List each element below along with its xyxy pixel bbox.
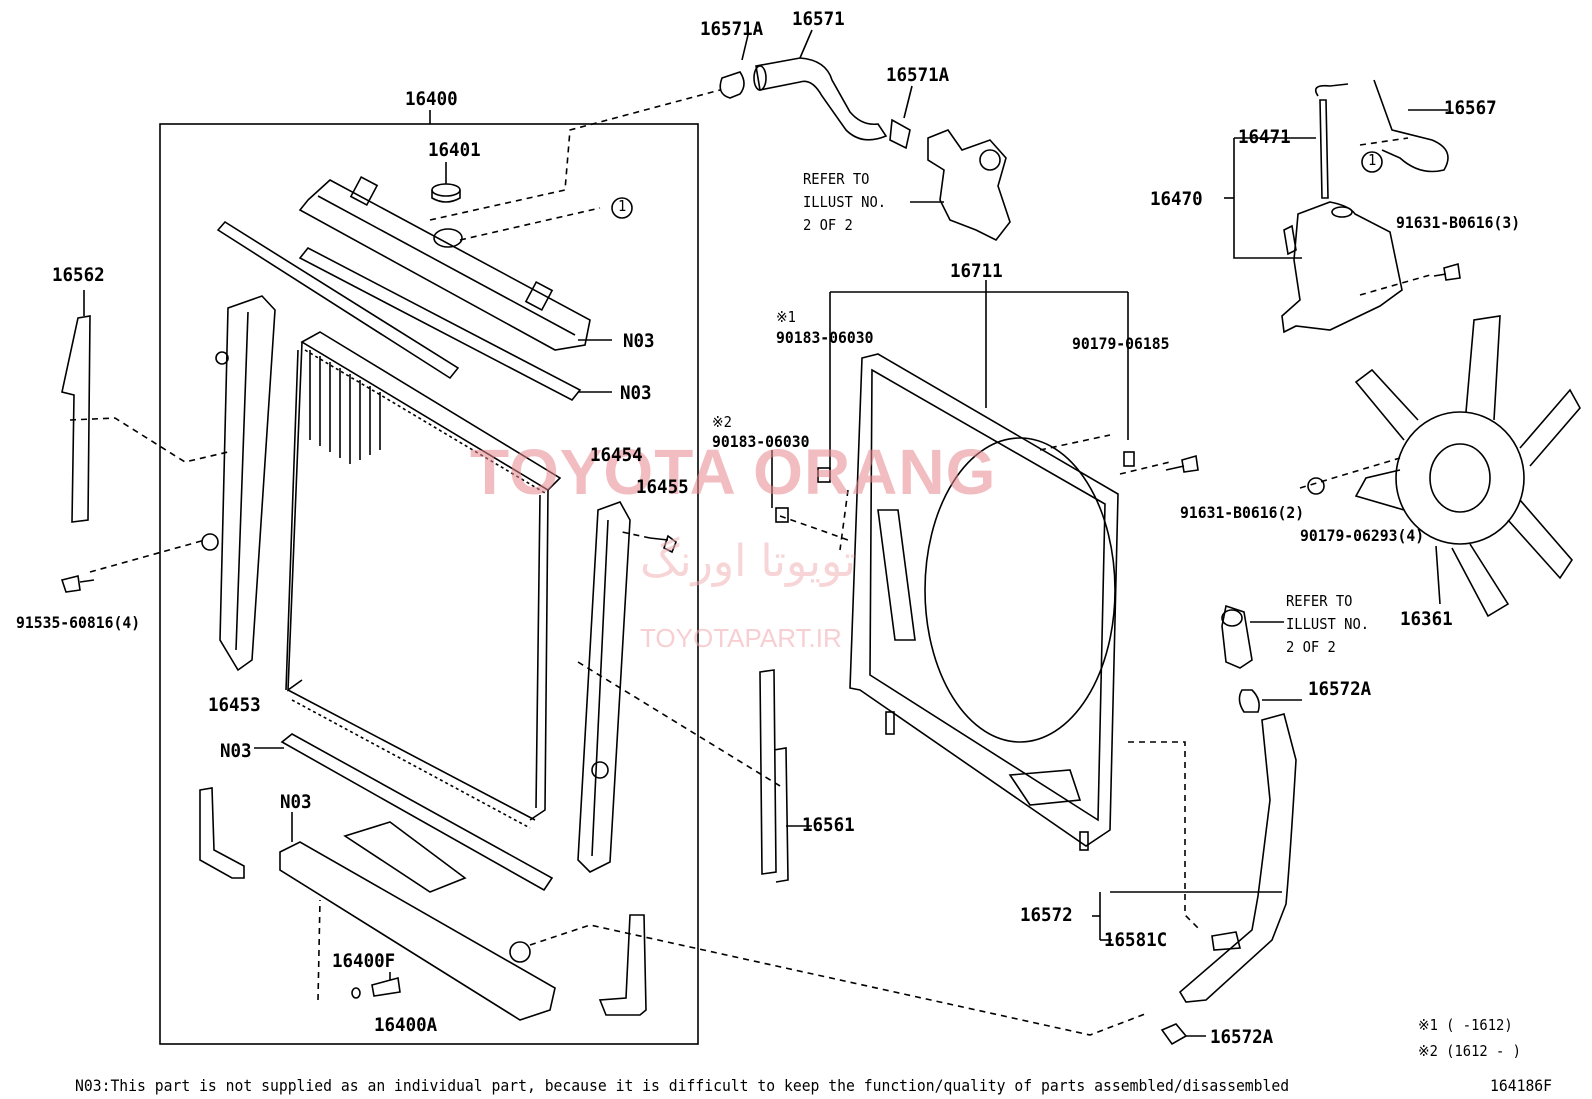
- label-16455: 16455: [636, 476, 689, 498]
- label-16470: 16470: [1150, 188, 1203, 210]
- label-16571a-left: 16571A: [700, 18, 764, 40]
- label-90179-06185: 90179-06185: [1072, 334, 1170, 353]
- label-16711: 16711: [950, 260, 1003, 282]
- seal-strip-upper: [216, 220, 460, 380]
- leader-lines: [69, 89, 1431, 1036]
- hose-16567: [1373, 79, 1449, 173]
- hose-16471: [1319, 99, 1329, 199]
- label-16400a: 16400A: [374, 1014, 438, 1036]
- water-outlet-housing: [910, 129, 1011, 242]
- clip-90183-1: [817, 467, 831, 483]
- bolt-16455: [649, 534, 677, 554]
- label-16581c: 16581C: [1104, 929, 1168, 951]
- label-16567: 16567: [1444, 97, 1497, 119]
- label-16401: 16401: [428, 139, 481, 161]
- label-n03-c: N03: [220, 740, 252, 762]
- watermark-site: TOYOTAPART.IR: [640, 623, 842, 653]
- inlet-housing: [1221, 604, 1253, 669]
- refer-note-1-line3: 2 OF 2: [803, 216, 853, 234]
- label-91631-3: 91631-B0616(3): [1396, 213, 1521, 232]
- gasket-lower: [280, 733, 554, 892]
- lower-tank: [279, 821, 556, 1021]
- reservoir-tank: [1281, 201, 1403, 334]
- refer-note-2-line3: 2 OF 2: [1286, 638, 1336, 656]
- callout-circle-1: [611, 197, 633, 219]
- refer-note-2-line1: REFER TO: [1286, 592, 1353, 610]
- bracket-16470: [1233, 138, 1302, 259]
- mark-1: ※1: [776, 308, 796, 326]
- legend-mark-1: ※1 ( -1612): [1418, 1016, 1513, 1034]
- bolt-91631-3: [1433, 262, 1461, 281]
- hose-lower-right: [598, 914, 647, 1016]
- label-16572: 16572: [1020, 904, 1073, 926]
- label-16561: 16561: [802, 814, 855, 836]
- hose-16572: [1178, 713, 1297, 1003]
- refer-note-1-line1: REFER TO: [803, 170, 870, 188]
- circle-1-label: 1: [618, 197, 627, 215]
- seal-16561: [759, 669, 789, 883]
- label-16572a-top: 16572A: [1308, 678, 1372, 700]
- footer-note: N03:This part is not supplied as an indi…: [75, 1076, 1290, 1095]
- label-90183-1: 90183-06030: [776, 328, 874, 347]
- clamp-16581C: [1211, 931, 1242, 951]
- figure-id: 164186F: [1490, 1076, 1553, 1095]
- label-91535: 91535-60816(4): [16, 613, 141, 632]
- label-n03-b: N03: [620, 382, 652, 404]
- side-support-left: [201, 295, 276, 672]
- label-16400: 16400: [405, 88, 458, 110]
- radiator-core: [285, 331, 562, 829]
- refer-note-1-line2: ILLUST NO.: [803, 193, 887, 211]
- label-91631-2: 91631-B0616(2): [1180, 503, 1305, 522]
- watermark-brand: TOYOTA ORANG: [470, 436, 997, 508]
- label-90183-2: 90183-06030: [712, 432, 810, 451]
- upper-tank: [298, 175, 591, 351]
- label-16361: 16361: [1400, 608, 1453, 630]
- label-16400f: 16400F: [332, 950, 396, 972]
- clip-90183-2: [775, 507, 789, 523]
- label-16571a-right: 16571A: [886, 64, 950, 86]
- label-16571: 16571: [792, 8, 845, 30]
- hose-16571: [719, 57, 911, 150]
- radiator-assembly-frame: [159, 123, 699, 1045]
- legend-mark-2: ※2 (1612 - ): [1418, 1042, 1521, 1060]
- bolt-91535: [60, 575, 95, 593]
- bolt-91631-2: [1165, 454, 1199, 473]
- side-support-right: [577, 501, 631, 873]
- label-n03-a: N03: [623, 330, 655, 352]
- label-16471: 16471: [1238, 126, 1291, 148]
- hose-lower-left: [199, 787, 245, 879]
- label-16453: 16453: [208, 694, 261, 716]
- refer-note-2-line2: ILLUST NO.: [1286, 615, 1370, 633]
- circle-1-label-b: 1: [1368, 151, 1377, 169]
- clip-90179: [1123, 451, 1135, 467]
- watermark-persian: تویوتا اورنگ: [640, 536, 856, 587]
- cooling-fan: [1307, 315, 1581, 618]
- fan-shroud: [849, 353, 1119, 851]
- label-16454: 16454: [590, 444, 643, 466]
- label-16562: 16562: [52, 264, 105, 286]
- callout-circle-1-b: [1361, 151, 1383, 173]
- label-90179-06293: 90179-06293(4): [1300, 526, 1425, 545]
- label-n03-d: N03: [280, 791, 312, 813]
- radiator-cap: [431, 162, 461, 203]
- gasket-upper: [298, 246, 582, 402]
- label-16572a-bottom: 16572A: [1210, 1026, 1274, 1048]
- mark-2: ※2: [712, 413, 732, 431]
- seal-16562: [61, 315, 91, 523]
